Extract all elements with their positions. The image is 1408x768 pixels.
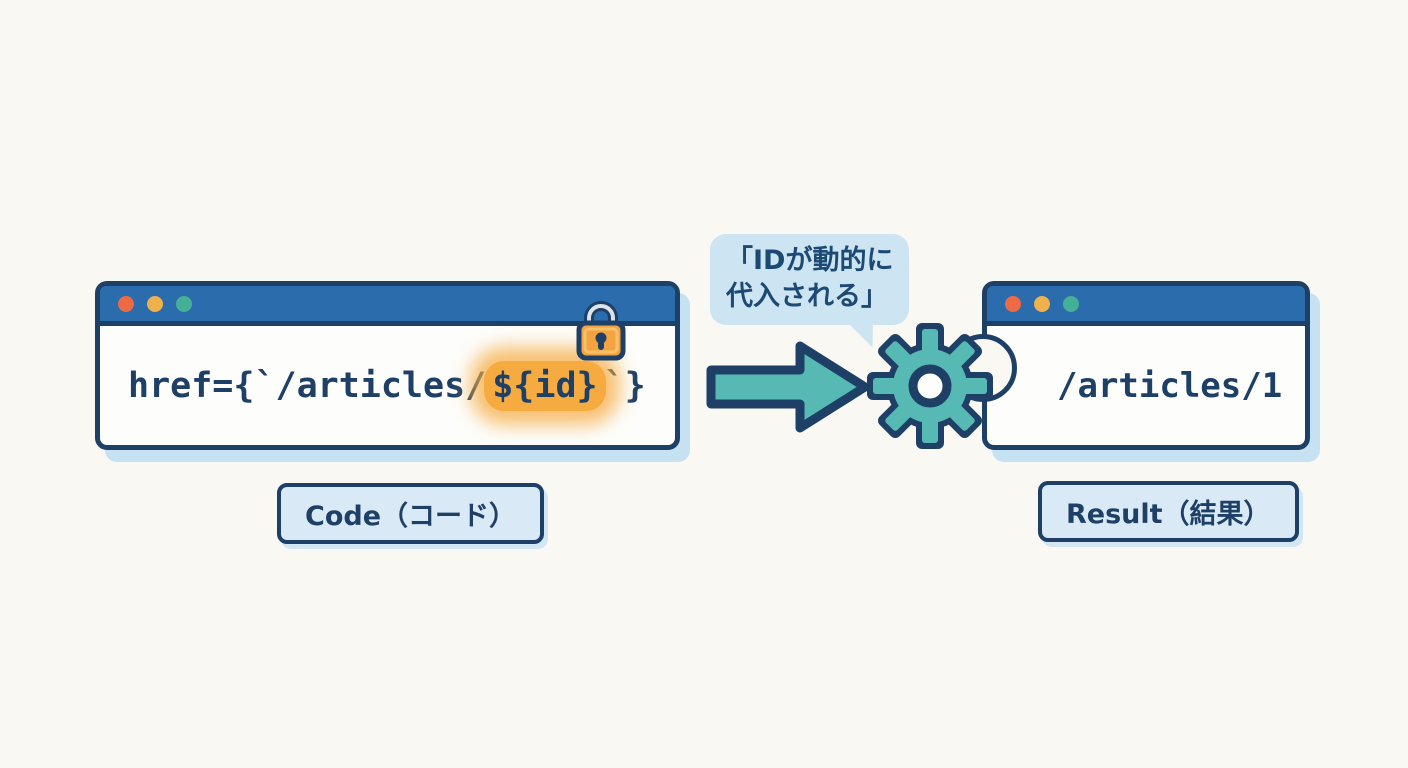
- code-label: Code（コード）: [277, 483, 545, 544]
- window-dot-teal-icon: [176, 295, 192, 312]
- code-suffix: `}: [603, 365, 646, 406]
- window-dot-teal-icon: [1063, 295, 1079, 312]
- result-window-titlebar: [987, 286, 1305, 326]
- window-dot-red-icon: [1005, 295, 1021, 312]
- code-browser-window: href={`/articles/${id}`}: [95, 281, 680, 450]
- arrow-right-icon: [704, 339, 872, 439]
- window-dot-yellow-icon: [147, 295, 163, 312]
- result-browser-window: /articles/1: [949, 281, 1310, 450]
- lock-icon: [573, 296, 629, 366]
- code-highlight-id: ${id}: [484, 360, 606, 411]
- speech-bubble: 「IDが動的に 代入される」: [710, 234, 910, 326]
- code-window-titlebar: [100, 286, 675, 326]
- result-path: /articles/1: [1057, 365, 1283, 406]
- speech-bubble-line2: 代入される」: [726, 280, 888, 312]
- code-line: href={`/articles/${id}`}: [100, 326, 675, 445]
- window-dot-red-icon: [118, 295, 134, 312]
- window-dot-yellow-icon: [1034, 295, 1050, 312]
- result-label: Result（結果）: [1038, 481, 1299, 542]
- gear-icon: [864, 320, 996, 456]
- speech-bubble-line1: 「IDが動的に: [726, 245, 894, 276]
- code-prefix: href={`/articles/: [128, 365, 487, 406]
